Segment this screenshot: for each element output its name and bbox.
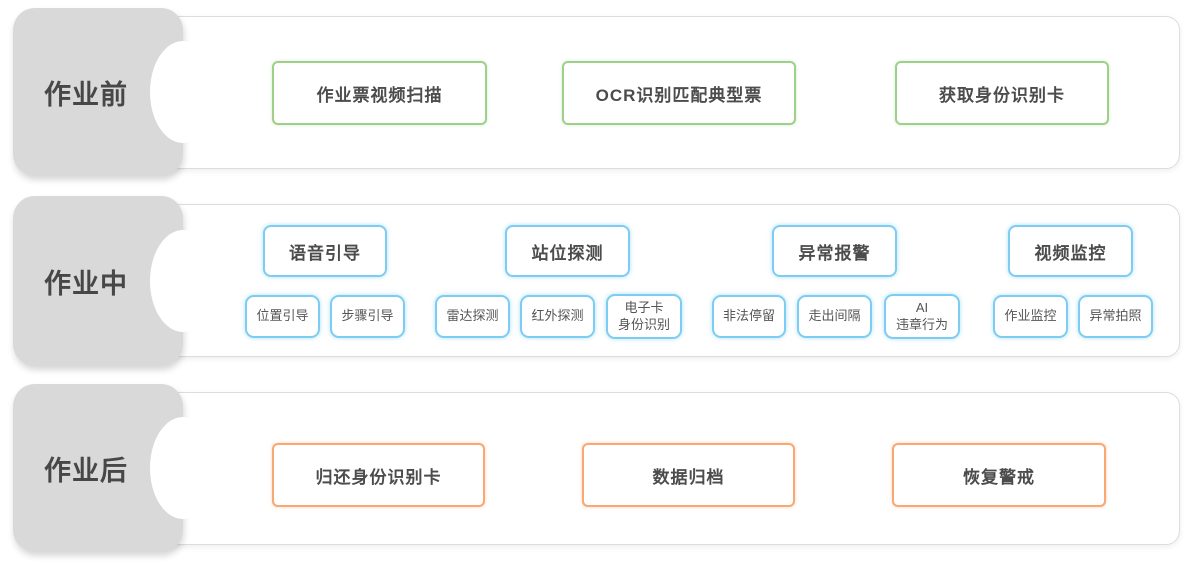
- step-label: OCR识别匹配典型票: [595, 85, 763, 105]
- phase-label: 作业前: [44, 79, 128, 110]
- phase-label: 作业中: [44, 268, 128, 299]
- data-archive-box: 数据归档: [582, 443, 795, 507]
- illegal-stay-box: 非法停留: [712, 295, 786, 338]
- infrared-detection-box: 红外探测: [520, 295, 595, 338]
- phase-tab-before-work: 作业前: [13, 8, 183, 176]
- step-guide-box: 步骤引导: [330, 295, 405, 338]
- return-id-card-box: 归还身份识别卡: [272, 443, 485, 507]
- phase-tab-after-work: 作业后: [13, 384, 183, 552]
- work-monitor-box: 作业监控: [993, 295, 1068, 338]
- group-title: 站位探测: [531, 243, 604, 263]
- work-ticket-video-scan-box: 作业票视频扫描: [272, 61, 487, 125]
- radar-detection-box: 雷达探测: [435, 295, 510, 338]
- abnormal-alarm-header-box: 异常报警: [772, 225, 897, 277]
- voice-guide-header-box: 语音引导: [263, 225, 387, 277]
- step-label: 作业票视频扫描: [316, 85, 443, 105]
- walk-out-interval-box: 走出间隔: [797, 295, 872, 338]
- get-id-card-box: 获取身份识别卡: [895, 61, 1109, 125]
- ocr-match-typical-ticket-box: OCR识别匹配典型票: [562, 61, 796, 125]
- position-guide-box: 位置引导: [245, 295, 320, 338]
- position-detection-header-box: 站位探测: [505, 225, 630, 277]
- abnormal-photo-box: 异常拍照: [1078, 295, 1153, 338]
- group-title: 视频监控: [1034, 243, 1107, 263]
- ai-violation-behavior-box: AI 违章行为: [884, 294, 960, 339]
- step-label: 恢复警戒: [963, 467, 1035, 487]
- step-label: 数据归档: [652, 467, 725, 487]
- restore-alert-box: 恢复警戒: [892, 443, 1106, 507]
- group-title: 语音引导: [289, 243, 361, 263]
- ecard-identity-box: 电子卡 身份识别: [606, 294, 682, 339]
- phase-label: 作业后: [44, 455, 128, 486]
- video-monitor-header-box: 视频监控: [1008, 225, 1133, 277]
- group-title: 异常报警: [798, 243, 871, 263]
- phase-tab-during-work: 作业中: [13, 196, 183, 366]
- step-label: 获取身份识别卡: [939, 85, 1065, 105]
- step-label: 归还身份识别卡: [315, 467, 442, 487]
